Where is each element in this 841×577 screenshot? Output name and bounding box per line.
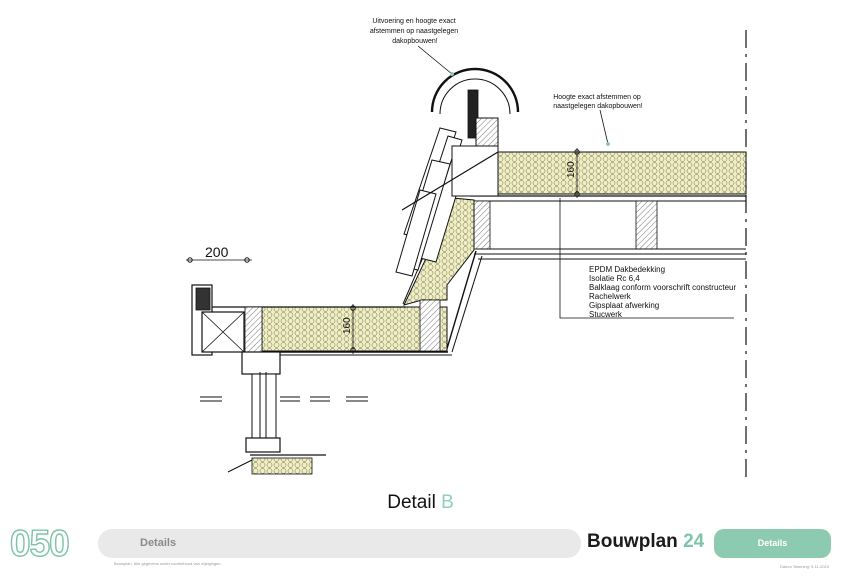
dim-200-label: 200 bbox=[205, 244, 229, 260]
window-frame-mid bbox=[251, 373, 277, 439]
leader-right bbox=[599, 109, 609, 145]
detail-title-prefix: Detail bbox=[387, 492, 436, 513]
slope-line-3 bbox=[451, 255, 483, 353]
window-frame-top bbox=[241, 351, 281, 375]
edge-beam-cross-2 bbox=[201, 311, 245, 353]
disclaimer-text: Bouwplan. Alle gegevens onder voorbehoud… bbox=[114, 561, 222, 566]
dim-160-upper-end bbox=[574, 191, 580, 197]
svg-text:Uitvoering en hoogte exact: Uitvoering en hoogte exact afstemmen op … bbox=[370, 18, 460, 45]
edge-block bbox=[195, 287, 211, 311]
roof-tiles bbox=[395, 127, 471, 277]
right-note-line-2: naastgelegen dakopbouwen! bbox=[553, 103, 643, 110]
insulation-upper bbox=[496, 151, 747, 195]
dim-160-upper-start bbox=[574, 149, 580, 155]
window-frame-bottom bbox=[245, 437, 281, 453]
layer-2: Isolatie Rc 6,4 bbox=[589, 274, 640, 283]
section-tab[interactable]: Details bbox=[714, 529, 831, 558]
edge-post bbox=[244, 306, 263, 354]
top-note-line-3: dakopbouwen! bbox=[392, 38, 438, 45]
breadcrumb: Details bbox=[98, 529, 581, 558]
top-note-line-1: Uitvoering en hoogte exact bbox=[372, 18, 455, 25]
breadcrumb-label: Details bbox=[140, 537, 177, 549]
drawing-date: Datum Tekening: 9-11-2023 bbox=[780, 564, 829, 569]
ridge-beam bbox=[467, 89, 479, 139]
leader-top-dot bbox=[450, 72, 454, 76]
detail-title: Detail B bbox=[0, 492, 841, 514]
svg-text:EPDM Dakbedekking Isolatie: EPDM Dakbedekking Isolatie Rc 6,4 Balkla… bbox=[589, 265, 738, 319]
detail-drawing: Uitvoering en hoogte exact afstemmen op … bbox=[186, 18, 747, 480]
layer-5: Gipsplaat afwerking bbox=[589, 301, 659, 310]
page-number: 050 bbox=[9, 523, 70, 564]
beam-upper-2 bbox=[635, 200, 658, 250]
right-note-line-1: Hoogte exact afstemmen op bbox=[553, 94, 641, 101]
dim-200-end bbox=[244, 257, 250, 263]
leader-right-dot bbox=[606, 142, 610, 146]
dim-160-lower-start bbox=[350, 305, 356, 311]
brand-name: Bouwplan bbox=[587, 531, 678, 552]
layer-6: Stucwerk bbox=[589, 310, 623, 319]
layer-3: Balklaag conform voorschrift constructeu… bbox=[589, 283, 737, 292]
insulation-bottom bbox=[251, 457, 313, 475]
ridge-cap-inner bbox=[439, 78, 511, 115]
bottom-leader bbox=[227, 459, 253, 473]
leader-layers bbox=[559, 198, 734, 319]
top-note-line-2: afstemmen op naastgelegen bbox=[370, 28, 458, 35]
ridge-board bbox=[451, 145, 499, 197]
svg-text:Hoogte exact afstemmen op: Hoogte exact afstemmen op naastgelegen d… bbox=[553, 94, 643, 110]
dim-160-upper-label: 160 bbox=[566, 161, 577, 178]
layer-4: Rachelwerk bbox=[589, 292, 632, 301]
ridge-cap bbox=[430, 67, 520, 113]
layer-1: EPDM Dakbedekking bbox=[589, 265, 665, 274]
dim-160-lower-end bbox=[350, 347, 356, 353]
detail-title-letter: B bbox=[441, 492, 454, 513]
brand-logo: Bouwplan 24 bbox=[587, 531, 704, 553]
leader-top bbox=[417, 45, 453, 75]
dim-200-start bbox=[187, 257, 193, 263]
dim-160-lower-label: 160 bbox=[342, 317, 353, 334]
beam-lower bbox=[419, 299, 441, 352]
brand-number: 24 bbox=[683, 531, 705, 552]
slope-line-2 bbox=[445, 250, 477, 353]
insulation-lower bbox=[261, 306, 448, 352]
ridge-diagonal bbox=[401, 151, 499, 211]
